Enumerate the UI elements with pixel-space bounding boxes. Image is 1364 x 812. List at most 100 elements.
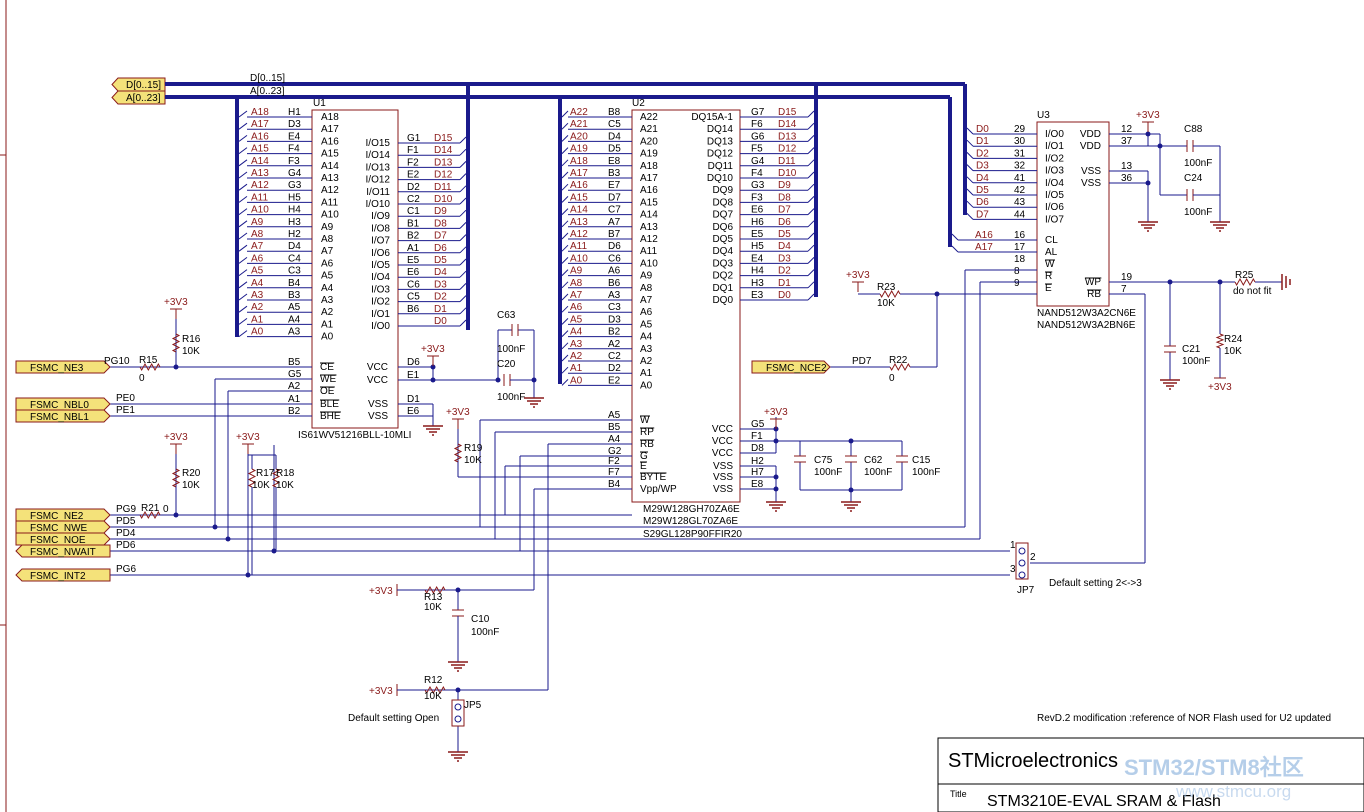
pin-pe0: PE0 [116,393,135,404]
u2-net-D1: D1 [778,278,791,289]
u1-net-D4: D4 [434,267,447,278]
pin-pd7: PD7 [852,356,872,367]
u3-name-VSS-3: VSS [1081,178,1101,189]
r13-val: 10K [424,602,442,613]
u1-name-A11: A11 [321,197,338,208]
u1-pin-H3: H3 [288,217,301,228]
u3-pin-42: 42 [1014,185,1026,196]
r19-ref: R19 [464,443,483,454]
u2-net-A19: A19 [570,144,588,155]
u1-net-D7: D7 [434,231,447,242]
r19-body [453,443,463,463]
bus-entry [561,293,569,301]
data-bus [195,82,967,384]
u1-pin-A2: A2 [288,381,301,392]
u1-pin-B4: B4 [288,278,301,289]
u2-pin-D7: D7 [608,192,621,203]
bus-entry [966,213,974,220]
bus-entry [459,283,467,290]
u1-net-D2: D2 [434,292,447,303]
u1-net-A7: A7 [251,241,264,252]
bus-entry [561,354,569,362]
bus-entry [807,110,815,118]
u2-pin-D2: D2 [608,363,621,374]
bus-entry [807,281,815,289]
u2-name-A15: A15 [640,197,658,208]
u1-pin-B5: B5 [288,357,301,368]
bus-entry [807,208,815,215]
bus-entry [238,317,248,325]
u1-net-A16: A16 [251,131,269,142]
r18-val: 10K [276,480,294,491]
u2-name-DQ7: DQ7 [712,210,733,221]
u1-pin-D3: D3 [288,119,301,130]
vcc-r23-label: +3V3 [846,270,870,281]
bus-entry [951,245,959,253]
u3-pin-9: 9 [1014,278,1020,289]
u2-pin-A6: A6 [608,266,621,277]
r23-body [879,289,901,299]
u2-pin-G2: G2 [608,446,622,457]
u3-pin-12: 12 [1121,124,1133,135]
bus-entry [561,183,569,191]
u1-name-I/O6: I/O6 [371,248,390,259]
bus-entry [966,188,974,196]
bus-entry [807,159,815,167]
u1-net-A11: A11 [251,192,268,203]
u2-pin-B6: B6 [608,278,621,289]
r13-body [424,585,446,595]
bus-entry [238,305,248,313]
r25-val: do not fit [1233,286,1272,297]
u3-pin-31: 31 [1014,148,1026,159]
u3-pin-32: 32 [1014,161,1026,172]
u1-name-A3: A3 [321,295,334,306]
u2-net-A3: A3 [570,339,583,350]
u3-net-D3: D3 [976,161,989,172]
u1-name-A18: A18 [321,112,339,123]
u2-pin-A2: A2 [608,339,621,350]
jp5-note: Default setting Open [348,713,439,724]
u3-name-I/O3: I/O3 [1045,166,1064,177]
power-symbols: +3V3+3V3+3V3+3V3+3V3+3V3+3V3+3V3+3V3+3V3… [164,110,1232,697]
port-ne2-shape [15,508,111,522]
u2-pin-G7: G7 [751,107,765,118]
bus-entry [561,208,569,215]
u2-net-D2: D2 [778,266,791,277]
u2-pin-H4: H4 [751,266,764,277]
bus-entry [238,122,248,130]
u3-net-D6: D6 [976,197,989,208]
bus-entry [807,147,815,154]
u2-name-VSS-4: VSS [713,472,733,483]
u2-net-D7: D7 [778,205,791,216]
u2-pin-H2: H2 [751,456,764,467]
u2-net-A11: A11 [570,241,587,252]
u3-net-A16: A16 [975,230,993,241]
u3-pin-36: 36 [1121,173,1133,184]
u3-name-E: E [1045,283,1052,294]
bus-entry [561,281,569,289]
u3-name-WP: WP [1085,277,1101,288]
u1-net-D13: D13 [434,157,453,168]
u1-pin-F1: F1 [407,145,419,156]
bus-entry [459,295,467,302]
c15-val: 100nF [912,467,940,478]
u3-name-VSS-2: VSS [1081,166,1101,177]
bus-entry [807,244,815,252]
u1-name-A5: A5 [321,271,334,282]
u2-net-D11: D11 [778,156,796,167]
u1-net-A10: A10 [251,205,269,216]
u1-name-I/O3: I/O3 [371,284,390,295]
port-nbl1-shape [15,409,111,423]
u2-name-DQ13: DQ13 [707,136,734,147]
r15-ref: R15 [139,355,158,366]
port-ne2: FSMC_NE2 [15,508,111,522]
pin-pd4: PD4 [116,528,136,539]
u1-pin-C2: C2 [407,194,420,205]
u1-name-A14: A14 [321,161,339,172]
bus-label-a: A[0..23] [250,86,285,97]
u2-name-VCC-0: VCC [712,424,733,435]
u2-name-A20: A20 [640,136,658,147]
u2-net-A7: A7 [570,290,583,301]
u3-pin-37: 37 [1121,136,1133,147]
bus-entry [966,200,974,208]
